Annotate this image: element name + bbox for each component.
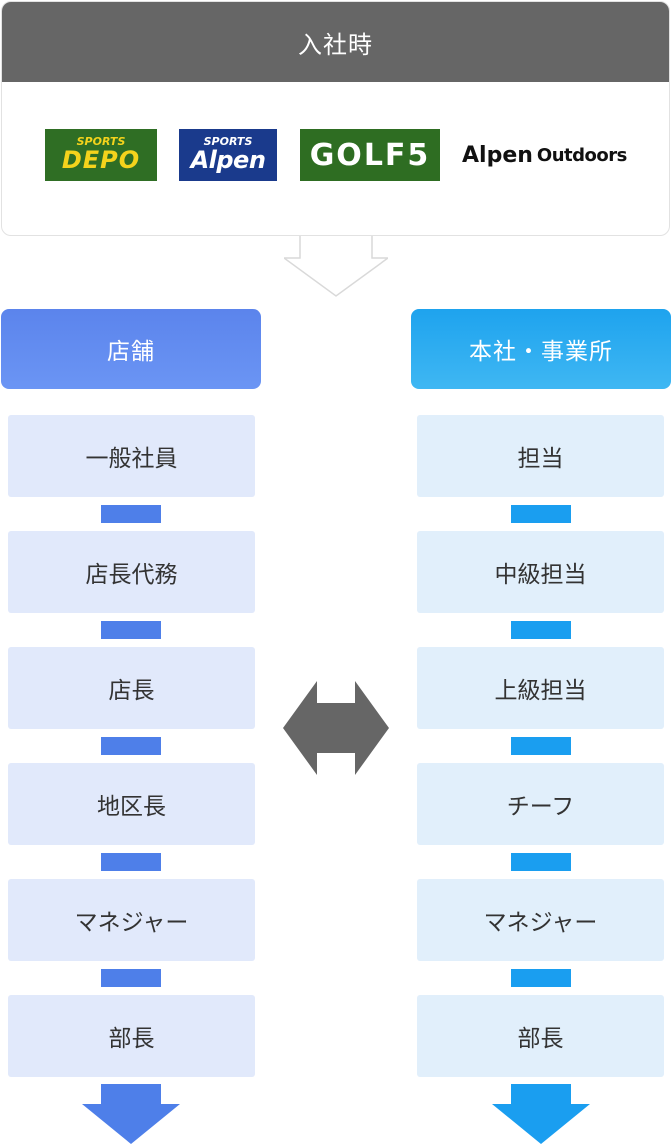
golf5-logo: GOLF5 [300, 129, 440, 181]
office-down-arrow-icon [492, 1084, 590, 1144]
office-track-header: 本社・事業所 [411, 309, 671, 389]
office-step-5: マネジャー [417, 879, 664, 961]
store-connector [101, 853, 161, 871]
office-connector [511, 737, 571, 755]
office-connector [511, 505, 571, 523]
entry-card: 入社時 SPORTS DEPO SPORTS Alpen GOLF5 Alpen… [1, 1, 670, 236]
store-step-1: 一般社員 [8, 415, 255, 497]
store-connector [101, 969, 161, 987]
bidirectional-arrow-icon [283, 681, 389, 775]
office-connector [511, 853, 571, 871]
sports-depo-logo: SPORTS DEPO [45, 129, 157, 181]
store-connector [101, 737, 161, 755]
store-step-2: 店長代務 [8, 531, 255, 613]
office-step-4: チーフ [417, 763, 664, 845]
store-connector [101, 505, 161, 523]
store-step-4: 地区長 [8, 763, 255, 845]
office-connector [511, 969, 571, 987]
store-step-6: 部長 [8, 995, 255, 1077]
store-down-arrow-icon [82, 1084, 180, 1144]
office-step-6: 部長 [417, 995, 664, 1077]
down-chevron-icon [284, 236, 388, 297]
office-step-1: 担当 [417, 415, 664, 497]
store-step-5: マネジャー [8, 879, 255, 961]
sports-alpen-logo: SPORTS Alpen [179, 129, 277, 181]
store-connector [101, 621, 161, 639]
office-step-2: 中級担当 [417, 531, 664, 613]
entry-header: 入社時 [2, 2, 669, 82]
office-connector [511, 621, 571, 639]
store-step-3: 店長 [8, 647, 255, 729]
office-step-3: 上級担当 [417, 647, 664, 729]
store-track-header: 店舗 [1, 309, 261, 389]
